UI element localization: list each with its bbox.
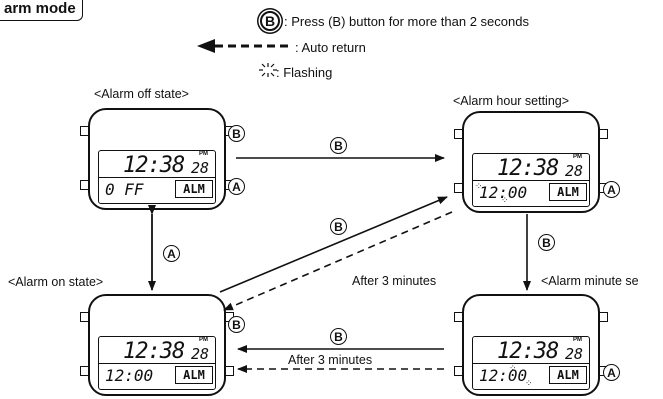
a-button-icon[interactable]: A xyxy=(228,178,245,195)
watch-lug xyxy=(80,312,89,322)
pm-indicator: PM xyxy=(199,337,208,343)
watch-lug xyxy=(454,129,463,139)
watch-alarm-off: PM 12:38 28 0 FF ALM xyxy=(80,108,234,210)
state-label-minute: <Alarm minute se xyxy=(541,274,639,288)
b-button-icon: B xyxy=(538,234,555,251)
watch-lug xyxy=(599,312,608,322)
alarm-value: 12:00 xyxy=(105,366,154,385)
flashing-icon: ⁘ xyxy=(475,181,483,191)
auto-return-legend-icon xyxy=(197,39,291,53)
watch-alarm-hour: PM 12:38 28 12:00 ⁘ ⁘ ALM xyxy=(454,111,608,213)
b-button-icon[interactable]: B xyxy=(228,316,245,333)
watch-lcd: PM 12:38 28 12:00 ⁘ ⁘ ALM xyxy=(472,336,590,390)
alm-indicator: ALM xyxy=(175,180,213,198)
state-label-on: <Alarm on state> xyxy=(8,275,104,289)
a-button-icon[interactable]: A xyxy=(603,364,620,381)
flashing-icon: ⁘ xyxy=(525,378,533,388)
a-button-icon: A xyxy=(163,245,180,262)
pm-indicator: PM xyxy=(199,151,208,157)
watch-lug xyxy=(454,312,463,322)
watch-lug xyxy=(80,366,89,376)
legend-flashing-text: : Flashing xyxy=(276,65,333,80)
watch-lug xyxy=(599,129,608,139)
alarm-value: 0 FF xyxy=(105,180,144,199)
watch-alarm-on: PM 12:38 28 12:00 ALM xyxy=(80,294,234,396)
watch-seconds: 28 xyxy=(191,345,210,363)
alm-indicator: ALM xyxy=(549,366,587,384)
arrow-hour-to-on-auto xyxy=(223,211,453,311)
watch-lug xyxy=(80,126,89,136)
state-label-hour: <Alarm hour setting> xyxy=(453,94,570,108)
watch-lug xyxy=(80,180,89,190)
flashing-icon: ⁘ xyxy=(509,363,517,373)
b-button-icon[interactable]: B xyxy=(228,125,245,142)
watch-time: 12:38 xyxy=(123,339,185,364)
a-button-icon[interactable]: A xyxy=(603,181,620,198)
watch-time: 12:38 xyxy=(497,156,559,181)
watch-lcd: PM 12:38 28 12:00 ⁘ ⁘ ALM xyxy=(472,153,590,207)
state-label-off: <Alarm off state> xyxy=(94,87,189,101)
watch-alarm-minute: PM 12:38 28 12:00 ⁘ ⁘ ALM xyxy=(454,294,608,396)
pm-indicator: PM xyxy=(573,337,582,343)
watch-time: 12:38 xyxy=(497,339,559,364)
b-button-icon: B xyxy=(330,218,347,235)
watch-lcd: PM 12:38 28 12:00 ALM xyxy=(98,336,216,390)
pm-indicator: PM xyxy=(573,154,582,160)
arrow-on-to-hour xyxy=(219,196,448,293)
alm-indicator: ALM xyxy=(549,183,587,201)
b-button-icon: B xyxy=(330,137,347,154)
watch-time: 12:38 xyxy=(123,153,185,178)
watch-seconds: 28 xyxy=(565,345,584,363)
b-button-legend-icon: B xyxy=(260,11,280,31)
mode-title: arm mode xyxy=(0,0,83,21)
b-button-icon: B xyxy=(330,328,347,345)
watch-lcd: PM 12:38 28 0 FF ALM xyxy=(98,150,216,204)
alm-indicator: ALM xyxy=(175,366,213,384)
flashing-icon: ⁘ xyxy=(501,195,509,205)
watch-seconds: 28 xyxy=(191,159,210,177)
flashing-legend-icon xyxy=(259,63,277,77)
alarm-value: 12:00 xyxy=(479,366,528,385)
after-3-minutes-label: After 3 minutes xyxy=(352,274,437,288)
alarm-value: 12:00 xyxy=(479,183,528,202)
watch-seconds: 28 xyxy=(565,162,584,180)
legend-auto-return-text: : Auto return xyxy=(295,40,366,55)
after-3-minutes-label: After 3 minutes xyxy=(288,353,373,367)
legend-button-text: : Press (B) button for more than 2 secon… xyxy=(284,14,529,29)
watch-lug xyxy=(454,366,463,376)
watch-lug xyxy=(225,366,234,376)
watch-lug xyxy=(454,183,463,193)
